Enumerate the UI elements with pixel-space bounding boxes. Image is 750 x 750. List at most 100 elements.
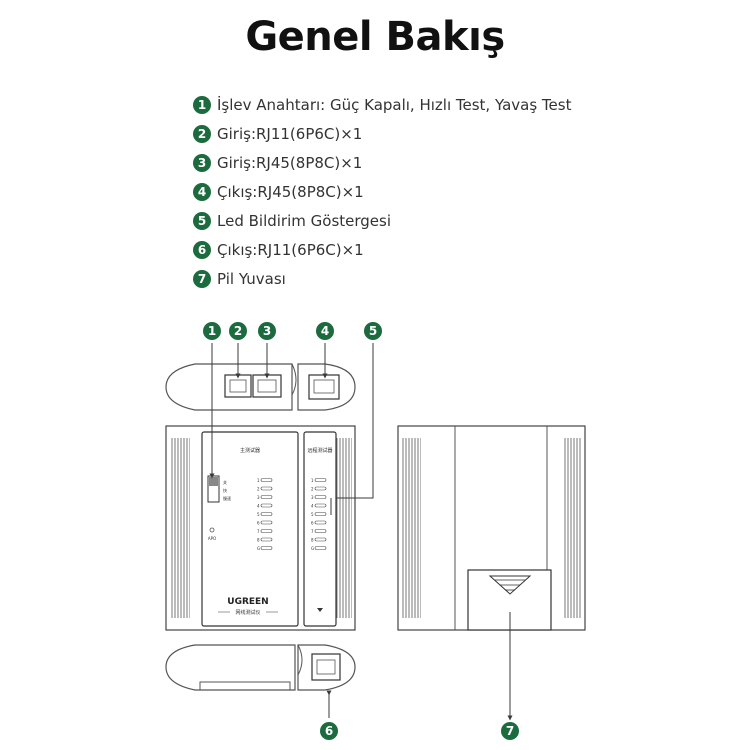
callout-circle <box>258 322 276 340</box>
feature-text: Giriş:RJ45(8P8C)×1 <box>217 153 363 172</box>
remote-unit-panel <box>303 431 337 627</box>
main-unit-panel <box>201 431 299 627</box>
number-badge: 3 <box>193 153 211 172</box>
callout-number: 6 <box>325 724 333 738</box>
led-label: 1 <box>311 478 314 483</box>
led-label: 7 <box>311 529 314 534</box>
switch-label-off: 关 <box>223 479 227 485</box>
led-indicator <box>260 537 273 542</box>
switch-label-slow: 慢速 <box>223 495 231 501</box>
apo-label: APO <box>208 536 216 541</box>
led-label: 1 <box>257 478 260 483</box>
callout-6: 6 <box>320 722 338 740</box>
led-label: 5 <box>257 512 260 517</box>
number-badge: 2 <box>193 124 211 143</box>
feature-item: 7 Pil Yuvası <box>193 264 571 293</box>
callout-4: 4 <box>316 322 334 340</box>
led-column-remote: 1 2 3 4 5 6 7 8G <box>311 478 327 551</box>
callout-circle <box>229 322 247 340</box>
main-panel-label: 主测试器 <box>240 447 260 454</box>
number-badge: 6 <box>193 240 211 259</box>
led-indicator <box>314 503 327 508</box>
led-indicator <box>314 478 327 482</box>
bottom-view <box>165 644 356 691</box>
led-label: 8 <box>257 538 260 543</box>
led-indicator <box>314 529 327 533</box>
led-label: 3 <box>257 495 260 500</box>
callout-number: 3 <box>263 324 271 338</box>
led-label: 8 <box>311 538 314 543</box>
number-badge: 7 <box>193 269 211 288</box>
number-badge: 4 <box>193 182 211 201</box>
feature-text: Çıkış:RJ11(6P6C)×1 <box>217 240 364 259</box>
brand-logo: UGREEN <box>227 597 268 607</box>
feature-item: 2 Giriş:RJ11(6P6C)×1 <box>193 119 571 148</box>
callout-3: 3 <box>258 322 276 340</box>
feature-item: 3 Giriş:RJ45(8P8C)×1 <box>193 148 571 177</box>
led-indicator <box>260 478 273 482</box>
led-column-main: 1 2 3 4 5 6 7 8G <box>257 478 273 551</box>
led-label: G <box>257 546 260 551</box>
led-indicator <box>314 546 327 550</box>
rj11-output-port <box>311 653 341 681</box>
led-label: 7 <box>257 529 260 534</box>
feature-text: Pil Yuvası <box>217 269 286 288</box>
callout-badges: 1 2 3 4 5 6 7 <box>203 322 519 740</box>
led-indicator <box>314 512 327 516</box>
front-view: 主测试器 远程测试器 关 快 慢速 APO 1 2 3 4 5 6 7 8G 1 2 3 4 5 6 7 8… <box>165 425 356 631</box>
callout-number: 4 <box>321 324 329 338</box>
led-label: 4 <box>311 504 314 509</box>
feature-item: 5 Led Bildirim Göstergesi <box>193 206 571 235</box>
led-indicator <box>260 503 273 508</box>
number-badge: 1 <box>193 95 211 114</box>
remote-panel-label: 远程测试器 <box>307 447 332 454</box>
led-indicator <box>314 495 327 499</box>
led-label: 6 <box>257 521 260 526</box>
callout-number: 2 <box>234 324 242 338</box>
callout-5: 5 <box>364 322 382 340</box>
led-indicator <box>314 486 327 491</box>
led-indicator <box>314 520 327 525</box>
rj45-output-port <box>308 374 340 400</box>
callout-number: 5 <box>369 324 377 338</box>
feature-text: Led Bildirim Göstergesi <box>217 211 392 230</box>
led-indicator <box>260 529 273 533</box>
callout-circle <box>320 722 338 740</box>
led-indicator <box>314 537 327 542</box>
switch-label-fast: 快 <box>223 487 227 493</box>
feature-text: Giriş:RJ11(6P6C)×1 <box>217 124 363 143</box>
led-label: 2 <box>257 487 260 492</box>
led-indicator <box>260 520 273 525</box>
callout-circle <box>501 722 519 740</box>
feature-text: Çıkış:RJ45(8P8C)×1 <box>217 182 364 201</box>
leader-lines <box>209 343 513 721</box>
led-indicator <box>260 546 273 550</box>
callout-circle <box>316 322 334 340</box>
callout-2: 2 <box>229 322 247 340</box>
callout-circle <box>364 322 382 340</box>
page-title: Genel Bakış <box>245 14 505 60</box>
feature-list: 1 İşlev Anahtarı: Güç Kapalı, Hızlı Test,… <box>193 90 571 293</box>
rj45-input-port <box>252 374 282 398</box>
led-label: 6 <box>311 521 314 526</box>
led-indicator <box>260 512 273 516</box>
feature-item: 1 İşlev Anahtarı: Güç Kapalı, Hızlı Test,… <box>193 90 571 119</box>
callout-circle <box>203 322 221 340</box>
led-label: G <box>311 546 314 551</box>
led-label: 4 <box>257 504 260 509</box>
led-label: 5 <box>311 512 314 517</box>
feature-text: İşlev Anahtarı: Güç Kapalı, Hızlı Test, … <box>217 95 572 114</box>
number-badge: 5 <box>193 211 211 230</box>
led-indicator <box>260 495 273 499</box>
callout-number: 1 <box>208 324 216 338</box>
callout-7: 7 <box>501 722 519 740</box>
feature-item: 6 Çıkış:RJ11(6P6C)×1 <box>193 235 571 264</box>
led-indicator <box>260 486 273 491</box>
feature-item: 4 Çıkış:RJ45(8P8C)×1 <box>193 177 571 206</box>
top-view <box>165 363 356 411</box>
device-subtitle: 网线测试仪 <box>235 609 260 616</box>
callout-1: 1 <box>203 322 221 340</box>
led-label: 3 <box>311 495 314 500</box>
led-label: 2 <box>311 487 314 492</box>
